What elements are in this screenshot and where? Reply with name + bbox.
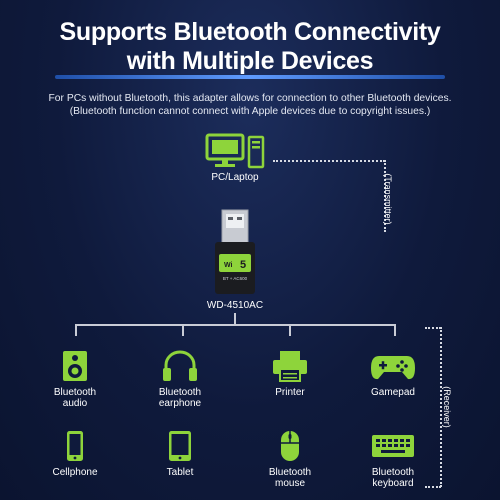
tree-drop-3 bbox=[289, 324, 291, 336]
gamepad-icon bbox=[371, 356, 415, 380]
device-label-line1: Bluetooth bbox=[268, 467, 312, 478]
tree-drop-4 bbox=[394, 324, 396, 336]
device-label-line1: Gamepad bbox=[371, 387, 415, 398]
device-label-line2: audio bbox=[62, 398, 88, 409]
usb-adapter: Wi 5 BT + AC600 bbox=[210, 208, 260, 298]
description-line-1: For PCs without Bluetooth, this adapter … bbox=[48, 93, 452, 104]
device-cellphone: Cellphone bbox=[45, 430, 105, 478]
usb-adapter-icon: Wi 5 BT + AC600 bbox=[215, 209, 255, 294]
device-tablet: Tablet bbox=[150, 430, 210, 478]
tree-stem bbox=[234, 313, 236, 325]
receiver-bracket-bottom bbox=[425, 486, 441, 488]
device-label-line1: Tablet bbox=[166, 467, 194, 478]
badge-number: 5 bbox=[240, 259, 246, 271]
device-gamepad: Gamepad bbox=[363, 350, 423, 398]
tablet-icon bbox=[169, 431, 191, 461]
receiver-bracket-top bbox=[425, 327, 441, 329]
title-line-2: with Multiple Devices bbox=[126, 47, 374, 75]
receiver-bracket-v bbox=[440, 327, 442, 487]
badge-text: BT + AC600 bbox=[223, 276, 248, 281]
device-label-line1: Bluetooth bbox=[158, 387, 202, 398]
device-label-line2: keyboard bbox=[372, 478, 414, 489]
cellphone-icon bbox=[67, 431, 83, 461]
tree-branch bbox=[75, 324, 395, 326]
tree-drop-2 bbox=[182, 324, 184, 336]
device-label-line1: Cellphone bbox=[52, 467, 98, 478]
device-label-line2: mouse bbox=[274, 478, 305, 489]
speaker-icon bbox=[63, 351, 87, 381]
transmitter-connector-v bbox=[384, 160, 386, 232]
pc-laptop-node: PC/Laptop bbox=[205, 133, 265, 183]
transmitter-label: (Transmitter) bbox=[383, 173, 393, 225]
keyboard-icon bbox=[372, 435, 414, 457]
page-title: Supports Bluetooth Connectivity with Mul… bbox=[0, 18, 500, 76]
description: For PCs without Bluetooth, this adapter … bbox=[0, 92, 500, 118]
title-line-1: Supports Bluetooth Connectivity bbox=[59, 18, 441, 46]
pc-label: PC/Laptop bbox=[211, 172, 259, 183]
device-label-line1: Bluetooth bbox=[53, 387, 97, 398]
device-bluetooth-audio: Bluetooth audio bbox=[45, 350, 105, 409]
device-bluetooth-keyboard: Bluetooth keyboard bbox=[363, 430, 423, 489]
headphones-icon bbox=[163, 350, 197, 381]
printer-icon bbox=[273, 351, 307, 382]
svg-text:Wi: Wi bbox=[224, 262, 233, 269]
receiver-label: (Receiver) bbox=[442, 386, 452, 428]
device-label-line1: Bluetooth bbox=[371, 467, 415, 478]
transmitter-connector-h bbox=[273, 160, 385, 162]
device-label-line2: earphone bbox=[158, 398, 202, 409]
device-bluetooth-earphone: Bluetooth earphone bbox=[150, 350, 210, 409]
title-underline bbox=[55, 75, 445, 79]
device-label-line1: Printer bbox=[275, 387, 305, 398]
tree-drop-1 bbox=[75, 324, 77, 336]
device-bluetooth-mouse: Bluetooth mouse bbox=[260, 430, 320, 489]
mouse-icon bbox=[281, 431, 299, 461]
device-printer: Printer bbox=[260, 350, 320, 398]
adapter-model-label: WD-4510AC bbox=[206, 300, 264, 311]
pc-icon bbox=[205, 133, 265, 169]
description-line-2: (Bluetooth function cannot connect with … bbox=[69, 106, 431, 117]
